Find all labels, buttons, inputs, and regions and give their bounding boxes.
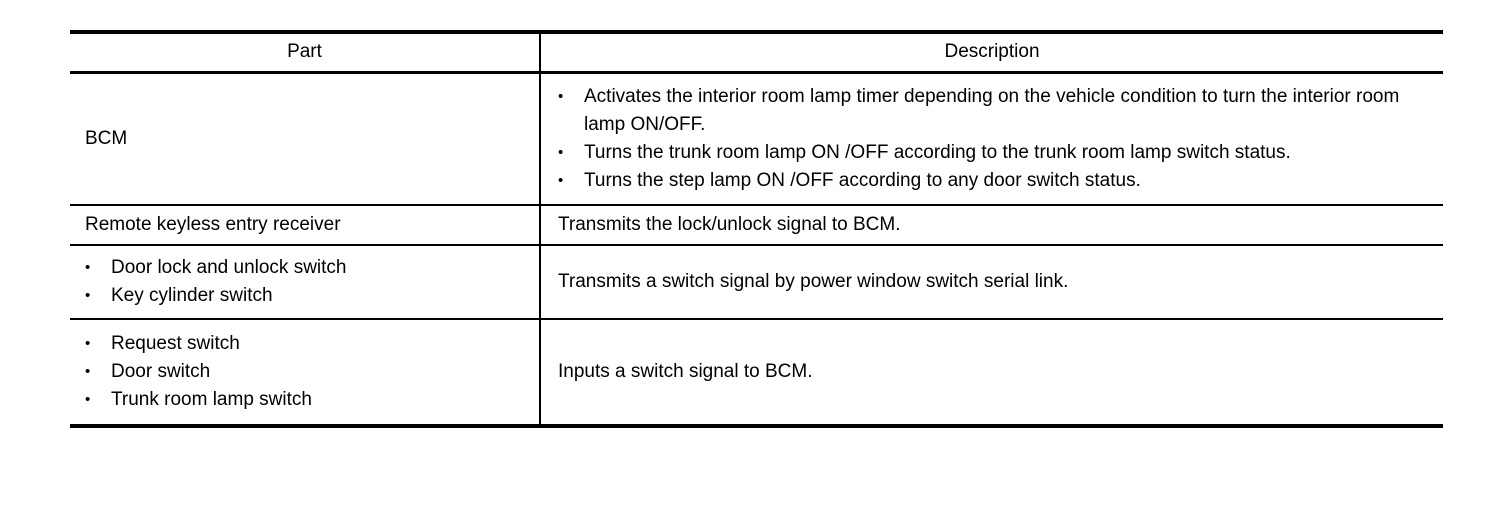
part-cell: • Door lock and unlock switch • Key cyli…: [70, 245, 541, 319]
description-text: Inputs a switch signal to BCM.: [558, 361, 813, 382]
list-item-text: Key cylinder switch: [111, 285, 273, 306]
bullet-icon: •: [558, 88, 564, 105]
list-item: • Door lock and unlock switch: [85, 254, 529, 282]
table-row-request-door-trunk: • Request switch • Door switch • Trunk r…: [70, 319, 1443, 426]
list-item: • Request switch: [85, 330, 529, 358]
list-item: • Turns the trunk room lamp ON /OFF acco…: [558, 139, 1433, 167]
description-cell: • Activates the interior room lamp timer…: [540, 73, 1443, 206]
bullet-icon: •: [558, 144, 564, 161]
bullet-icon: •: [85, 391, 91, 408]
part-text: BCM: [85, 128, 128, 149]
list-item-text: Turns the step lamp ON /OFF according to…: [584, 170, 1141, 191]
parts-description-table: Part Description BCM • Activates the int…: [70, 30, 1443, 428]
list-item: • Key cylinder switch: [85, 282, 529, 310]
list-item: • Turns the step lamp ON /OFF according …: [558, 167, 1433, 195]
bullet-icon: •: [85, 287, 91, 304]
table-header-row: Part Description: [70, 32, 1443, 74]
column-header-part: Part: [70, 32, 541, 74]
part-cell: BCM: [70, 72, 541, 205]
part-text: Remote keyless entry receiver: [85, 214, 341, 235]
table-row-remote-keyless: Remote keyless entry receiver Transmits …: [70, 205, 1443, 245]
column-header-description: Description: [540, 32, 1443, 74]
list-item: • Door switch: [85, 358, 529, 386]
description-cell: Inputs a switch signal to BCM.: [540, 319, 1443, 426]
list-item-text: Request switch: [111, 333, 240, 354]
list-item-text: Door switch: [111, 361, 211, 382]
list-item: • Activates the interior room lamp timer…: [558, 83, 1433, 139]
description-text: Transmits a switch signal by power windo…: [558, 271, 1069, 292]
bullet-icon: •: [85, 363, 91, 380]
list-item: • Trunk room lamp switch: [85, 386, 529, 414]
part-cell: Remote keyless entry receiver: [70, 205, 541, 245]
list-item-text: Turns the trunk room lamp ON /OFF accord…: [584, 142, 1291, 163]
list-item-text: Trunk room lamp switch: [111, 389, 312, 410]
part-cell: • Request switch • Door switch • Trunk r…: [70, 319, 541, 426]
bullet-icon: •: [85, 259, 91, 276]
description-cell: Transmits the lock/unlock signal to BCM.: [540, 205, 1443, 245]
description-text: Transmits the lock/unlock signal to BCM.: [558, 214, 901, 235]
list-item-text: Door lock and unlock switch: [111, 257, 347, 278]
bullet-icon: •: [558, 172, 564, 189]
list-item-text: Activates the interior room lamp timer d…: [584, 86, 1400, 135]
bullet-icon: •: [85, 335, 91, 352]
table-row-bcm: BCM • Activates the interior room lamp t…: [70, 72, 1443, 206]
table-row-door-lock-key-cylinder: • Door lock and unlock switch • Key cyli…: [70, 245, 1443, 319]
description-cell: Transmits a switch signal by power windo…: [540, 245, 1443, 319]
